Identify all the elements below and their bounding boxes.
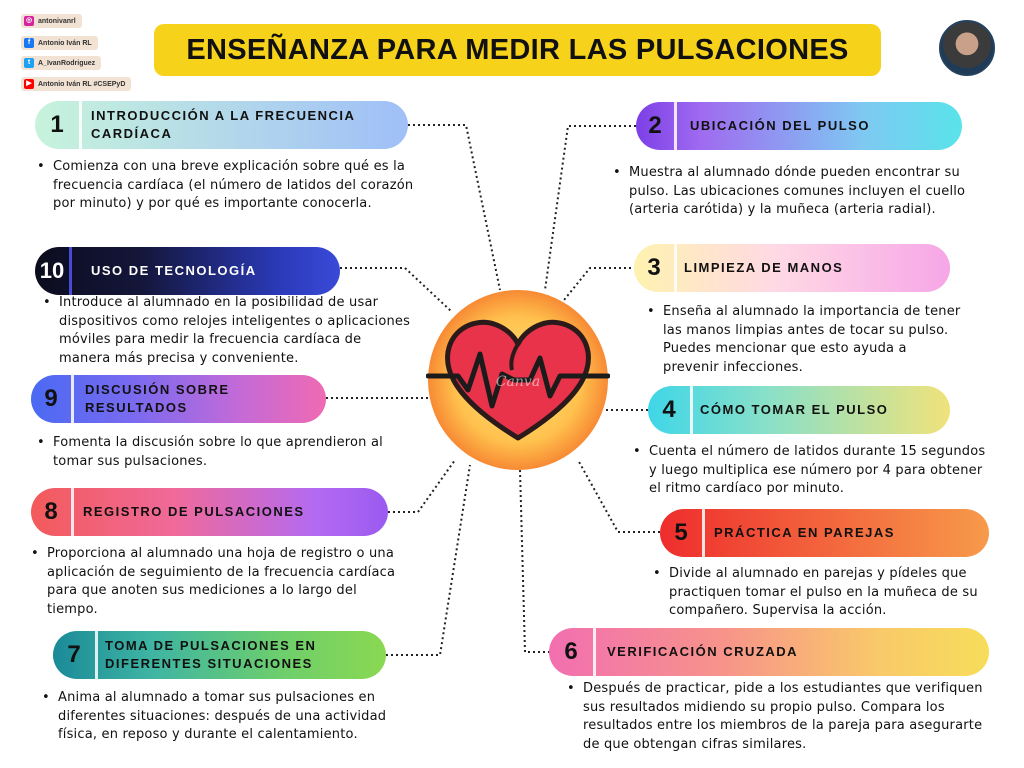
step-1-header: 1 INTRODUCCIÓN A LA FRECUENCIA CARDÍACA <box>35 101 408 149</box>
step-5-header: 5 PRÁCTICA EN PAREJAS <box>660 509 989 557</box>
step-8-header: 8 REGISTRO DE PULSACIONES <box>31 488 388 536</box>
step-6-title: VERIFICACIÓN CRUZADA <box>607 644 799 659</box>
avatar <box>939 20 995 76</box>
step-9-number: 9 <box>31 375 74 423</box>
step-6-number: 6 <box>549 628 596 676</box>
step-7-number: 7 <box>53 631 98 679</box>
step-6-description: •Después de practicar, pide a los estudi… <box>567 681 983 752</box>
instagram-icon: ◎ <box>24 16 34 26</box>
step-10-number: 10 <box>35 247 72 295</box>
step-6-header: 6 VERIFICACIÓN CRUZADA <box>549 628 989 676</box>
step-5-description: •Divide al alumnado en parejas y pídeles… <box>653 566 978 618</box>
step-2-header: 2 UBICACIÓN DEL PULSO <box>636 102 962 150</box>
step-7-title: TOMA DE PULSACIONES EN DIFERENTES SITUAC… <box>105 638 317 671</box>
step-10-title: USO DE TECNOLOGÍA <box>91 263 257 278</box>
connector-6 <box>519 469 550 653</box>
step-5-title: PRÁCTICA EN PAREJAS <box>714 525 895 540</box>
connector-5 <box>577 459 660 533</box>
facebook-handle: Antonio Iván RL <box>38 39 92 47</box>
step-3-header: 3 LIMPIEZA DE MANOS <box>634 244 950 292</box>
step-9-header: 9 DISCUSIÓN SOBRE RESULTADOS <box>31 375 326 423</box>
step-1-number: 1 <box>35 101 82 149</box>
step-2-number: 2 <box>636 102 677 150</box>
facebook-icon: f <box>24 38 34 48</box>
social-twitter[interactable]: t A_IvanRodriguez <box>21 56 102 70</box>
step-3-number: 3 <box>634 244 677 292</box>
twitter-handle: A_IvanRodriguez <box>38 59 96 67</box>
step-7-description: •Anima al alumnado a tomar sus pulsacion… <box>42 690 387 742</box>
youtube-icon: ▶ <box>24 79 34 89</box>
twitter-icon: t <box>24 58 34 68</box>
social-instagram[interactable]: ◎ antonivanrl <box>21 14 82 28</box>
step-10-header: 10 USO DE TECNOLOGÍA <box>35 247 340 295</box>
step-2-title: UBICACIÓN DEL PULSO <box>690 118 870 133</box>
step-8-description: •Proporciona al alumnado una hoja de reg… <box>31 546 396 617</box>
connector-3 <box>563 267 636 301</box>
step-1-title: INTRODUCCIÓN A LA FRECUENCIA CARDÍACA <box>91 108 355 141</box>
step-3-title: LIMPIEZA DE MANOS <box>684 260 844 275</box>
step-2-description: •Muestra al alumnado dónde pueden encont… <box>613 165 966 217</box>
instagram-handle: antonivanrl <box>38 17 76 25</box>
step-4-number: 4 <box>648 386 693 434</box>
page-title: ENSEÑANZA PARA MEDIR LAS PULSACIONES <box>154 24 881 76</box>
step-3-description: •Enseña al alumnado la importancia de te… <box>647 304 961 375</box>
step-4-header: 4 CÓMO TOMAR EL PULSO <box>648 386 950 434</box>
step-1-description: •Comienza con una breve explicación sobr… <box>37 159 414 211</box>
watermark-text: Canva <box>496 374 540 390</box>
step-4-description: •Cuenta el número de latidos durante 15 … <box>633 444 986 496</box>
social-facebook[interactable]: f Antonio Iván RL <box>21 36 98 50</box>
step-10-description: •Introduce al alumnado en la posibilidad… <box>43 295 411 366</box>
step-4-title: CÓMO TOMAR EL PULSO <box>700 402 889 417</box>
step-8-number: 8 <box>31 488 74 536</box>
step-9-title: DISCUSIÓN SOBRE RESULTADOS <box>85 382 230 415</box>
youtube-handle: Antonio Iván RL #CSEPyD <box>38 80 126 88</box>
connector-2 <box>544 125 636 291</box>
connector-1 <box>408 124 501 291</box>
step-9-description: •Fomenta la discusión sobre lo que apren… <box>37 435 383 469</box>
social-youtube[interactable]: ▶ Antonio Iván RL #CSEPyD <box>21 77 132 91</box>
connector-10 <box>340 267 453 313</box>
step-5-number: 5 <box>660 509 705 557</box>
step-8-title: REGISTRO DE PULSACIONES <box>83 504 305 519</box>
step-7-header: 7 TOMA DE PULSACIONES EN DIFERENTES SITU… <box>53 631 386 679</box>
connector-8 <box>388 459 456 513</box>
heart-icon: Canva <box>426 290 610 470</box>
